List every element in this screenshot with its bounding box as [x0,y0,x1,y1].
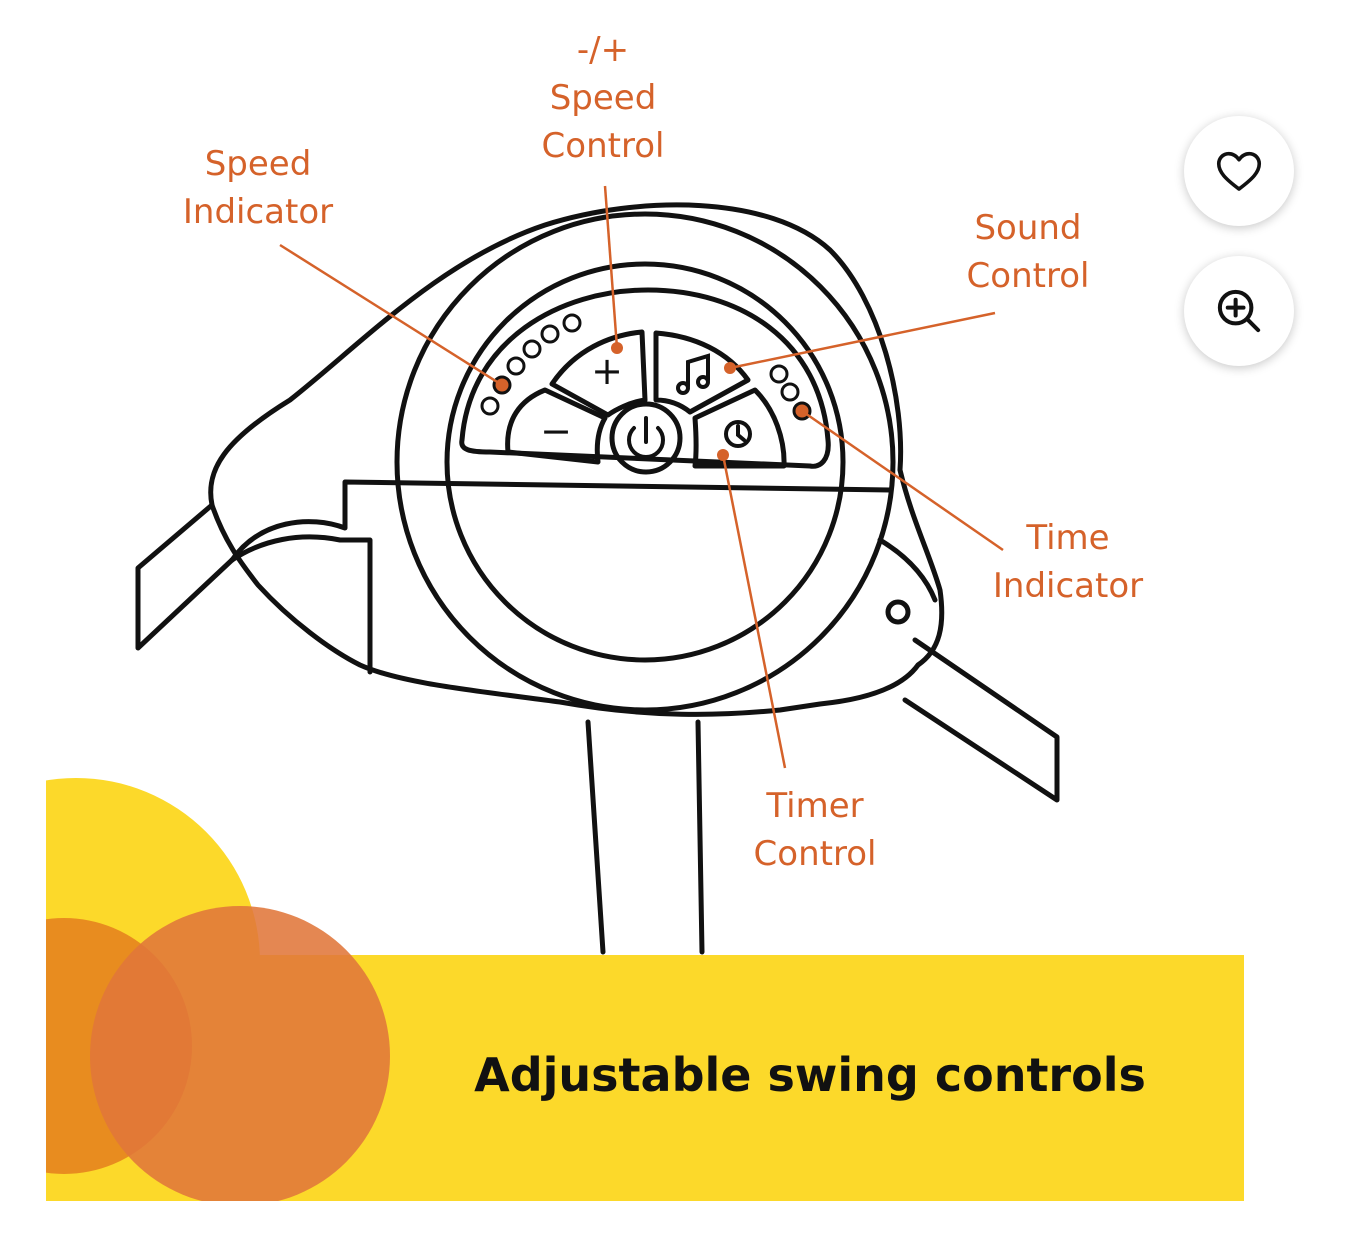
speed-control-line-2: Speed [549,78,657,118]
speed-indicator-line-1: Speed [204,144,312,184]
speed-led-3 [506,356,526,376]
power-icon [627,416,665,460]
sound-control-label: Sound Control [948,204,1108,300]
time-indicator-line-1: Time [1026,518,1110,558]
time-indicator-leader [801,409,1004,552]
speed-led-6 [562,313,582,333]
bottom-mask [0,1201,1365,1258]
housing-right-pad [877,537,938,603]
control-panel-frame [459,287,831,469]
left-leg [135,502,235,651]
power-button-shape [609,401,683,475]
minus-button-shape [505,387,608,465]
timer-control-label: Timer Control [740,782,890,878]
left-mask [0,760,46,1258]
speed-control-line-3: Control [541,126,665,166]
control-ring-outer [394,211,896,713]
music-button-shape [653,330,751,415]
decor-circle-orange-large [90,906,390,1206]
music-note-icon [686,353,710,388]
hinge-hole [885,599,911,625]
speed-indicator-leader [279,243,503,387]
timer-control-line-1: Timer [766,786,864,826]
plus-button-shape [549,329,648,418]
sound-control-leader [729,311,996,370]
speed-control-dot [611,342,623,354]
speed-indicator-label: Speed Indicator [168,140,348,236]
heart-icon [1216,151,1262,191]
speed-led-5 [540,324,560,344]
speed-control-leader [603,185,619,349]
stand-pole [585,719,705,955]
zoom-in-icon [1217,289,1261,333]
timer-control-dot [717,449,729,461]
zoom-button[interactable] [1184,256,1294,366]
housing-side-panel [229,479,893,563]
time-indicator-line-2: Indicator [992,566,1144,606]
music-note-head-1 [676,381,690,395]
timer-button-shape [692,387,787,469]
timer-control-line-2: Control [753,834,877,874]
favorite-button[interactable] [1184,116,1294,226]
timer-control-leader [721,454,787,769]
speed-indicator-line-2: Indicator [182,192,334,232]
speed-control-label: -/+ Speed Control [518,26,688,170]
time-indicator-label: Time Indicator [978,514,1158,610]
housing-body [208,202,945,717]
music-note-head-2 [696,375,710,389]
speed-led-1 [480,396,500,416]
speed-control-line-1: -/+ [576,30,630,70]
housing-lower-pad [229,534,373,675]
clock-hands-icon [736,424,746,442]
sound-control-line-1: Sound [974,208,1082,248]
speed-led-4 [522,339,542,359]
plus-symbol: + [591,349,623,393]
right-leg [902,637,1060,803]
control-ring-inner [444,261,846,663]
time-led-1 [769,364,789,384]
sound-control-line-2: Control [966,256,1090,296]
caption-text: Adjustable swing controls [474,1048,1146,1102]
time-led-2 [780,382,800,402]
clock-icon [724,420,752,448]
sound-control-dot [724,362,736,374]
minus-symbol: − [540,409,572,453]
